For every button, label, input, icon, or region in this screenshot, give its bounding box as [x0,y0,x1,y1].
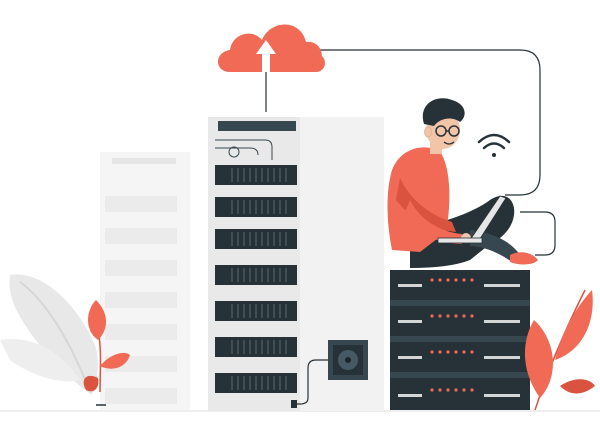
cloud-upload-icon [218,24,325,112]
main-server-rack [208,117,384,411]
server-stack-right [390,270,530,410]
wifi-icon [477,133,511,157]
network-cable [300,49,541,196]
red-plant-right [524,289,595,411]
grey-plant-left [0,274,98,395]
network-cable-2 [520,211,556,256]
fan-icon [328,340,368,380]
faded-server-rack [100,152,190,410]
status-leds [430,278,474,392]
person-with-laptop [387,98,538,268]
server-vents [231,168,287,390]
red-plant-left [83,300,130,406]
